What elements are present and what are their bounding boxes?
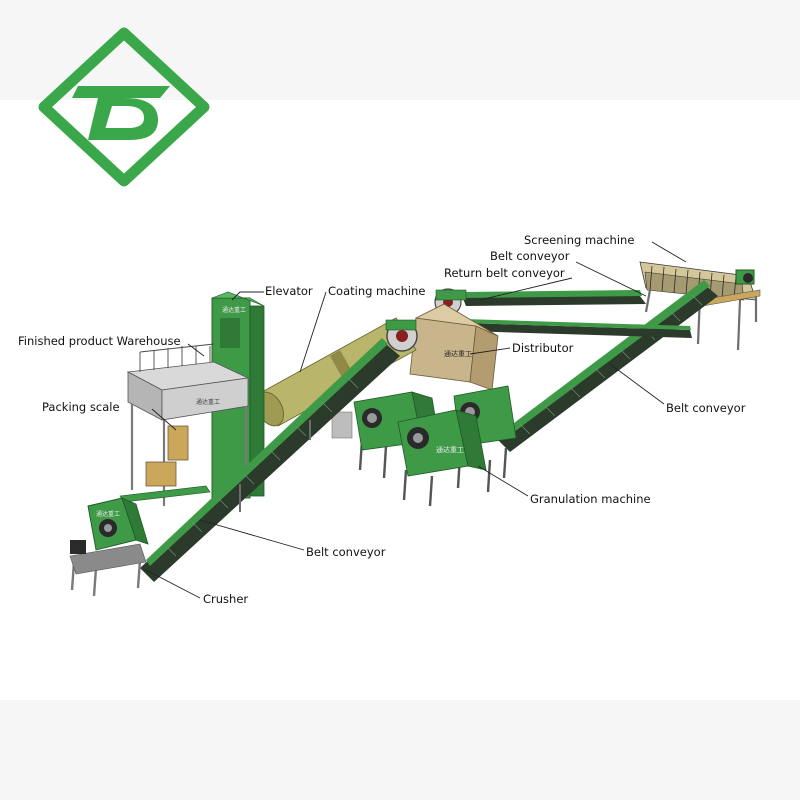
label-crusher: Crusher: [203, 592, 248, 606]
company-logo: [44, 33, 204, 181]
label-belt-conveyor-bottom: Belt conveyor: [306, 545, 386, 559]
label-coating-machine: Coating machine: [328, 284, 425, 298]
label-belt-conveyor-top: Belt conveyor: [490, 249, 570, 263]
granulator-lettering: 通达重工: [436, 445, 464, 454]
label-belt-conveyor-right: Belt conveyor: [666, 401, 746, 415]
crusher-lettering: 通达重工: [96, 510, 120, 518]
label-return-belt-conveyor: Return belt conveyor: [444, 266, 565, 280]
logo-td-mark: [72, 86, 170, 140]
label-screening-machine: Screening machine: [524, 233, 634, 247]
label-packing-scale: Packing scale: [42, 400, 120, 414]
granulation-machines: 通达重工: [332, 386, 516, 506]
warehouse-lettering: 通达重工: [196, 398, 220, 406]
crusher: 通达重工: [70, 498, 148, 596]
label-finished-product-warehouse: Finished product Warehouse: [18, 334, 181, 348]
distributor: 通达重工: [410, 304, 498, 390]
label-granulation-machine: Granulation machine: [530, 492, 651, 506]
label-distributor: Distributor: [512, 341, 574, 355]
distributor-lettering: 通达重工: [444, 349, 472, 358]
label-elevator: Elevator: [265, 284, 313, 298]
elevator-lettering: 通达重工: [222, 306, 246, 314]
logo-diamond-outline: [44, 33, 204, 181]
belt-conveyor-right: [498, 280, 718, 452]
